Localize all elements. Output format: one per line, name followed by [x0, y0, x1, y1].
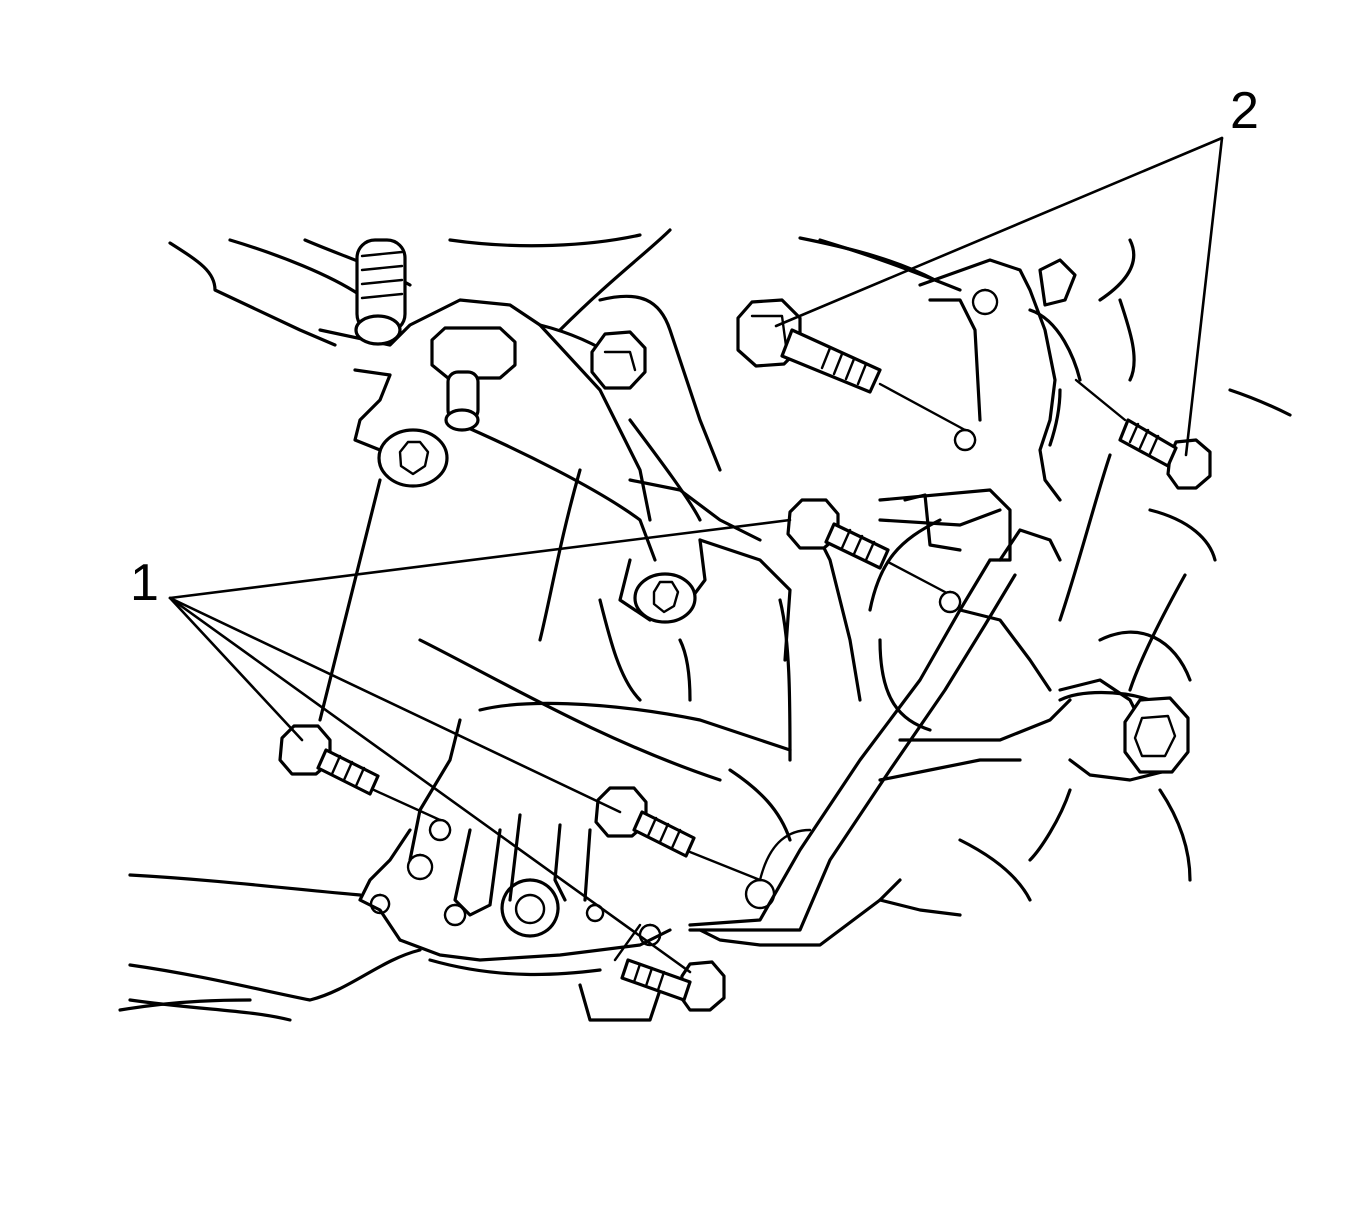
crossmember: [688, 528, 1152, 947]
callout-2-leaders: [774, 136, 1224, 457]
right-hub-nut: [1123, 696, 1190, 774]
transmission-housing: [318, 468, 942, 862]
bolt-1-middle: [594, 786, 696, 858]
callout-1-label: 1: [130, 554, 159, 612]
upper-stud: [354, 238, 407, 346]
bolt-2-upper: [736, 298, 882, 394]
torx-bolt-center: [633, 572, 697, 624]
torx-bolt-left: [377, 428, 449, 488]
bolt-1-left: [278, 724, 380, 796]
callout-1-leaders: [168, 518, 792, 974]
bolt-1-bottom: [620, 958, 726, 1012]
engine-mount-upper: [878, 258, 1082, 562]
mount-bracket: [318, 294, 792, 662]
callout-2-label: 2: [1230, 82, 1259, 140]
upper-hex-nut: [590, 330, 647, 390]
bolt-2-lower: [1118, 418, 1212, 490]
engine-block-outline: [168, 228, 1292, 692]
bolt-1-upper: [786, 498, 890, 570]
lower-transmission-detail: [118, 813, 812, 1022]
stud-nut: [430, 326, 517, 432]
bolt-axis-lines: [372, 378, 1127, 962]
